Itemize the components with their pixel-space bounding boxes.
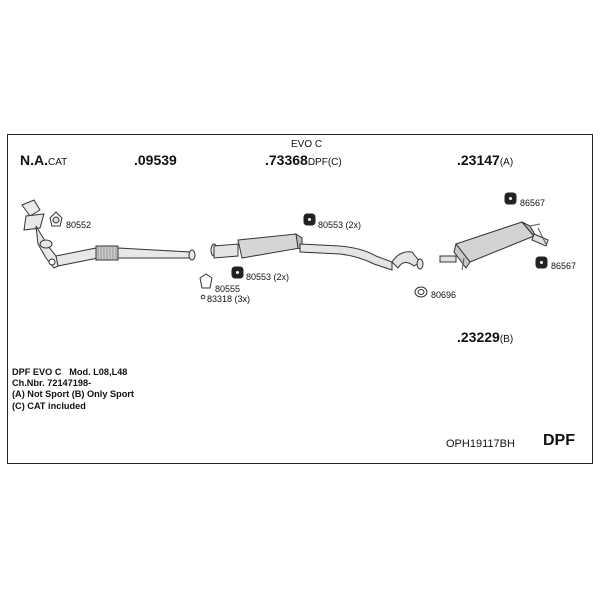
diagram-frame xyxy=(7,134,593,464)
dpf-inlet xyxy=(213,243,239,259)
downpipe-bolt xyxy=(48,258,56,266)
part-code: .23229 xyxy=(457,329,500,345)
hw-label-83318: 83318 (3x) xyxy=(207,294,251,304)
rubber-hanger-icon xyxy=(535,256,548,269)
intermediate-pipe xyxy=(55,247,99,267)
part-label-na-cat: N.A.CAT xyxy=(20,152,67,168)
downpipe-flange xyxy=(39,239,53,249)
notes-mod: Mod. L08,L48 xyxy=(69,367,128,377)
front-pipe-flange xyxy=(188,249,196,261)
hw-label-80555: 80555 xyxy=(215,284,241,294)
manifold-flange xyxy=(21,199,41,217)
rear-silencer xyxy=(439,221,549,271)
clamp-icon xyxy=(414,286,428,298)
notes-line-4: (C) CAT included xyxy=(12,400,86,411)
manifold-bracket xyxy=(23,213,45,231)
middle-silencer-dpf xyxy=(210,232,424,271)
hw-label-80696: 80696 xyxy=(431,290,457,300)
gasket-icon xyxy=(49,211,63,227)
evo-label: EVO C xyxy=(291,139,323,150)
part-code: .09539 xyxy=(134,152,177,168)
front-pipe xyxy=(117,247,191,259)
part-label-09539: .09539 xyxy=(134,152,177,168)
notes-block: DPF EVO C Mod. L08,L48 Ch.Nbr. 72147198-… xyxy=(12,367,134,412)
hw-label-80553-bottom: 80553 (2x) xyxy=(246,272,290,282)
mid-pipe-flange xyxy=(416,258,424,270)
rear-inlet-pipe xyxy=(439,255,457,263)
part-suffix: (A) xyxy=(499,157,514,168)
bolt-icon xyxy=(200,294,206,300)
part-code: N.A. xyxy=(20,152,48,168)
part-suffix: CAT xyxy=(48,157,68,168)
notes-line-3: (A) Not Sport (B) Only Sport xyxy=(12,389,134,400)
part-suffix: DPF(C) xyxy=(307,157,342,168)
front-pipe-cat xyxy=(21,199,196,269)
system-type: DPF xyxy=(543,432,575,449)
part-label-23229: .23229(B) xyxy=(457,329,513,345)
notes-model: DPF EVO C xyxy=(12,367,62,377)
mid-pipe-bend xyxy=(391,251,421,269)
hw-label-86567-bottom: 86567 xyxy=(551,261,577,271)
part-suffix: (B) xyxy=(499,334,514,345)
model-code: OPH19117BH xyxy=(446,438,515,450)
part-code: .73368 xyxy=(265,152,308,168)
part-code: .23147 xyxy=(457,152,500,168)
hw-label-86567-top: 86567 xyxy=(520,198,546,208)
mid-pipe xyxy=(299,243,393,271)
rubber-hanger-icon xyxy=(504,192,517,205)
clamp-icon xyxy=(199,273,213,289)
part-label-23147: .23147(A) xyxy=(457,152,513,168)
hw-label-80553-top: 80553 (2x) xyxy=(318,220,362,230)
part-label-73368: .73368DPF(C) xyxy=(265,152,342,168)
rubber-hanger-icon xyxy=(231,266,244,279)
rubber-hanger-icon xyxy=(303,213,316,226)
notes-line-1: DPF EVO C Mod. L08,L48 xyxy=(12,367,134,378)
rear-muffler-body xyxy=(455,221,535,263)
notes-line-2: Ch.Nbr. 72147198- xyxy=(12,378,92,389)
dpf-body xyxy=(237,233,301,259)
hw-label-80552: 80552 xyxy=(66,220,92,230)
